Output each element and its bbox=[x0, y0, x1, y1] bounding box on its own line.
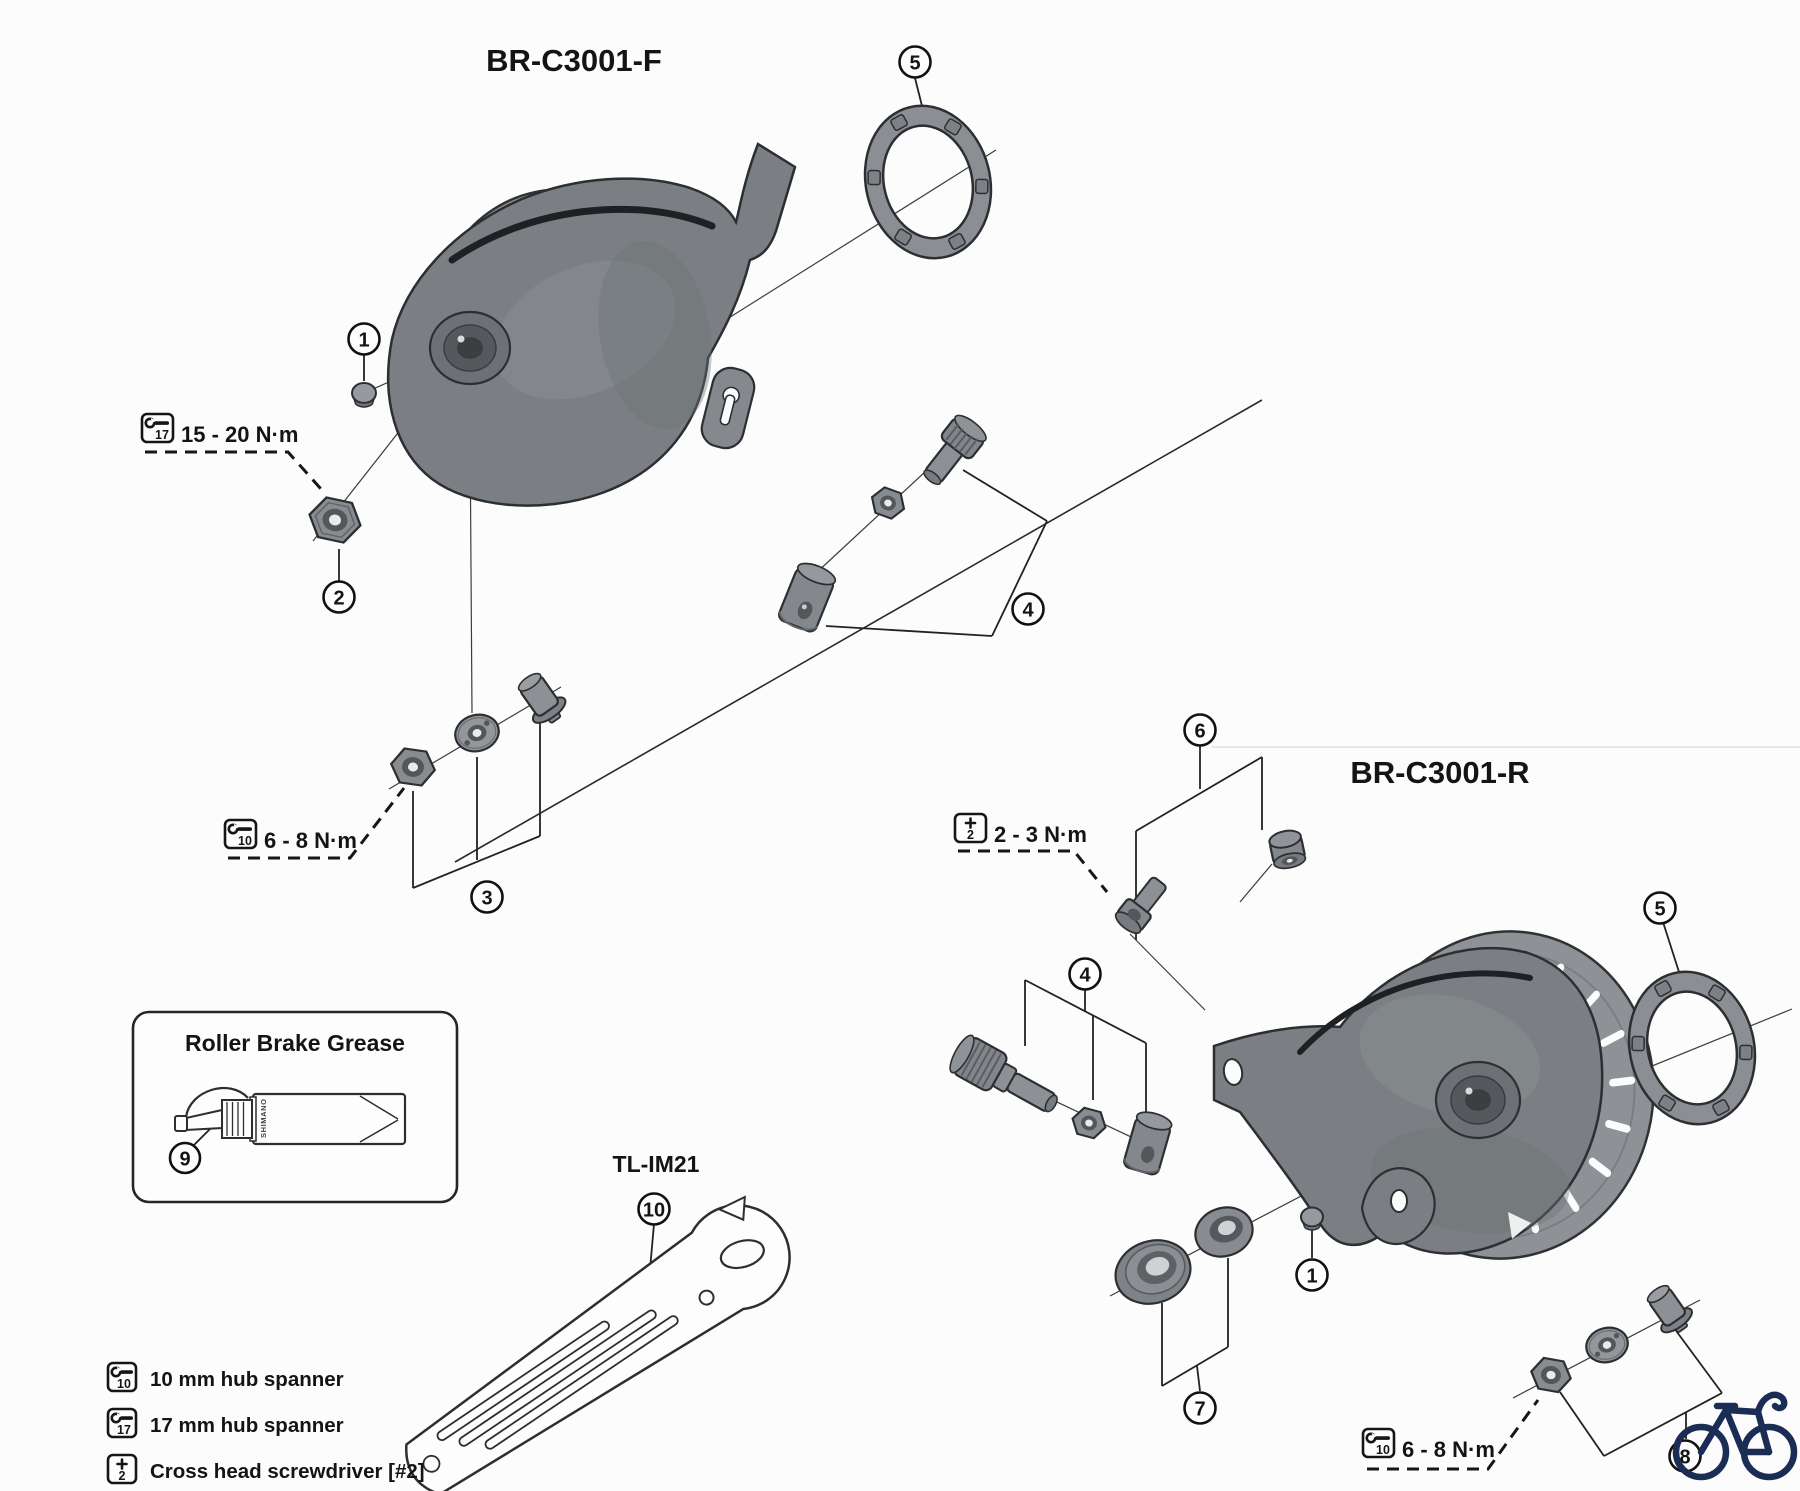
front-fixing-torque-label: 10 6 - 8 N·m bbox=[223, 818, 357, 853]
callout-front-3: 3 bbox=[470, 880, 504, 914]
svg-text:10: 10 bbox=[117, 1377, 131, 1391]
callout-front-1: 1 bbox=[347, 322, 381, 356]
rear-diagram-title: BR-C3001-R bbox=[1350, 755, 1529, 790]
svg-text:1: 1 bbox=[1306, 1266, 1317, 1288]
front-brake-unit bbox=[386, 142, 797, 507]
part-rear-axle-bolt bbox=[1646, 1284, 1693, 1334]
part-rear-axle-nut bbox=[1529, 1356, 1573, 1394]
part-front-washer bbox=[454, 713, 500, 753]
rear-arrow-mark bbox=[1508, 1212, 1531, 1239]
svg-text:5: 5 bbox=[909, 53, 920, 75]
part-front-adjuster-nut bbox=[870, 486, 906, 520]
callout-rear-1: 1 bbox=[1295, 1258, 1329, 1292]
rear-clamp-torque-value: 2 - 3 N·m bbox=[994, 822, 1087, 847]
callout-front-5: 5 bbox=[898, 45, 932, 79]
wrench-10-icon bbox=[106, 1361, 138, 1393]
grease-tube: SHIMANO bbox=[174, 1087, 407, 1146]
callout-tool-10: 10 bbox=[637, 1192, 671, 1226]
legend-label-screwdriver: Cross head screwdriver [#2] bbox=[150, 1460, 425, 1483]
callout-rear-5: 5 bbox=[1643, 891, 1677, 925]
wrench-17-icon bbox=[106, 1407, 138, 1439]
svg-text:1: 1 bbox=[358, 330, 369, 352]
svg-text:10: 10 bbox=[643, 1200, 665, 1222]
rear-hub-bore bbox=[1434, 1060, 1522, 1140]
snap-ring-tabs bbox=[867, 114, 989, 250]
svg-text:7: 7 bbox=[1194, 1399, 1205, 1421]
front-hub-bore bbox=[428, 310, 512, 386]
front-torque-pointers bbox=[145, 450, 406, 860]
part-rear-cable-fixing-unit bbox=[1123, 1111, 1173, 1176]
rear-fixing-torque-value: 6 - 8 N·m bbox=[1402, 1437, 1495, 1462]
part-rear-snap-ring bbox=[1627, 970, 1757, 1126]
screwdriver-2-size: 2 bbox=[967, 828, 974, 842]
svg-text:2: 2 bbox=[119, 1469, 126, 1483]
svg-text:4: 4 bbox=[1022, 600, 1034, 622]
svg-text:8: 8 bbox=[1679, 1447, 1690, 1469]
front-axle-torque-label: 17 15 - 20 N·m bbox=[140, 412, 298, 447]
legend-row-10mm: 10 10 mm hub spanner bbox=[106, 1361, 344, 1393]
grease-box-title: Roller Brake Grease bbox=[185, 1030, 405, 1056]
svg-text:6: 6 bbox=[1194, 721, 1205, 743]
part-rear-adjuster-nut bbox=[1071, 1106, 1107, 1140]
part-rear-clamp-nut bbox=[1268, 829, 1307, 870]
legend: 10 10 mm hub spanner 17 17 mm hub spanne… bbox=[106, 1361, 425, 1485]
callout-front-2: 2 bbox=[322, 580, 356, 614]
callout-front-4: 4 bbox=[1011, 592, 1045, 626]
wrench-10-size: 10 bbox=[238, 834, 252, 848]
legend-label-17mm: 17 mm hub spanner bbox=[150, 1414, 344, 1437]
svg-text:3: 3 bbox=[481, 888, 492, 910]
section-divider-lines bbox=[454, 399, 1800, 863]
part-front-cap bbox=[351, 382, 377, 408]
part-rear-cone-ring-small bbox=[1194, 1206, 1254, 1258]
rear-torque-pointers bbox=[958, 849, 1540, 1471]
wrench-10-icon bbox=[223, 818, 258, 850]
svg-text:4: 4 bbox=[1079, 965, 1091, 987]
front-cable-hook bbox=[700, 366, 756, 450]
part-front-axle-bolt bbox=[517, 672, 567, 724]
svg-text:2: 2 bbox=[333, 588, 344, 610]
legend-row-17mm: 17 17 mm hub spanner bbox=[106, 1407, 344, 1439]
rear-callouts: 6 4 5 1 7 8 bbox=[1068, 713, 1702, 1473]
part-rear-cap bbox=[1300, 1206, 1324, 1231]
grease-box: Roller Brake Grease SHIMANO 9 bbox=[131, 1010, 459, 1204]
svg-text:9: 9 bbox=[179, 1149, 190, 1171]
part-rear-clamp-screw bbox=[1114, 876, 1167, 935]
part-front-axle-nut bbox=[389, 747, 437, 787]
front-fixing-torque-value: 6 - 8 N·m bbox=[264, 828, 357, 853]
callout-rear-4: 4 bbox=[1068, 957, 1102, 991]
front-diagram-title: BR-C3001-F bbox=[486, 43, 662, 78]
wrench-10-icon bbox=[1361, 1427, 1396, 1459]
wrench-10-size: 10 bbox=[1376, 1443, 1390, 1457]
svg-text:5: 5 bbox=[1654, 899, 1665, 921]
legend-row-screwdriver: 2 Cross head screwdriver [#2] bbox=[106, 1453, 425, 1485]
callout-rear-7: 7 bbox=[1183, 1391, 1217, 1425]
grease-tube-brand: SHIMANO bbox=[259, 1098, 268, 1138]
part-front-snap-ring bbox=[863, 104, 993, 260]
tool-tl-im21 bbox=[405, 1195, 791, 1491]
svg-text:17: 17 bbox=[117, 1423, 131, 1437]
callout-grease-9: 9 bbox=[168, 1141, 202, 1175]
rear-fixing-torque-label: 10 6 - 8 N·m bbox=[1361, 1427, 1495, 1462]
part-front-lock-nut bbox=[308, 496, 362, 544]
bicycle-logo bbox=[1672, 1391, 1798, 1481]
rear-clamp-torque-label: 2 2 - 3 N·m bbox=[953, 812, 1087, 847]
rear-brake-unit bbox=[1212, 930, 1655, 1260]
wrench-17-size: 17 bbox=[155, 428, 169, 442]
part-rear-washer bbox=[1585, 1326, 1629, 1364]
part-rear-cable-adjuster bbox=[949, 1034, 1058, 1113]
front-axle-torque-value: 15 - 20 N·m bbox=[181, 422, 298, 447]
part-front-cable-fixing-unit bbox=[777, 562, 837, 633]
snap-ring-tabs bbox=[1631, 980, 1753, 1116]
callout-rear-6: 6 bbox=[1183, 713, 1217, 747]
legend-label-10mm: 10 mm hub spanner bbox=[150, 1368, 344, 1391]
front-callouts: 1 2 3 4 5 bbox=[322, 45, 1045, 914]
part-front-cable-adjuster bbox=[923, 414, 987, 486]
wrench-17-icon bbox=[140, 412, 175, 444]
part-rear-cone-ring-large bbox=[1114, 1239, 1192, 1305]
tool-label: TL-IM21 bbox=[613, 1151, 700, 1177]
